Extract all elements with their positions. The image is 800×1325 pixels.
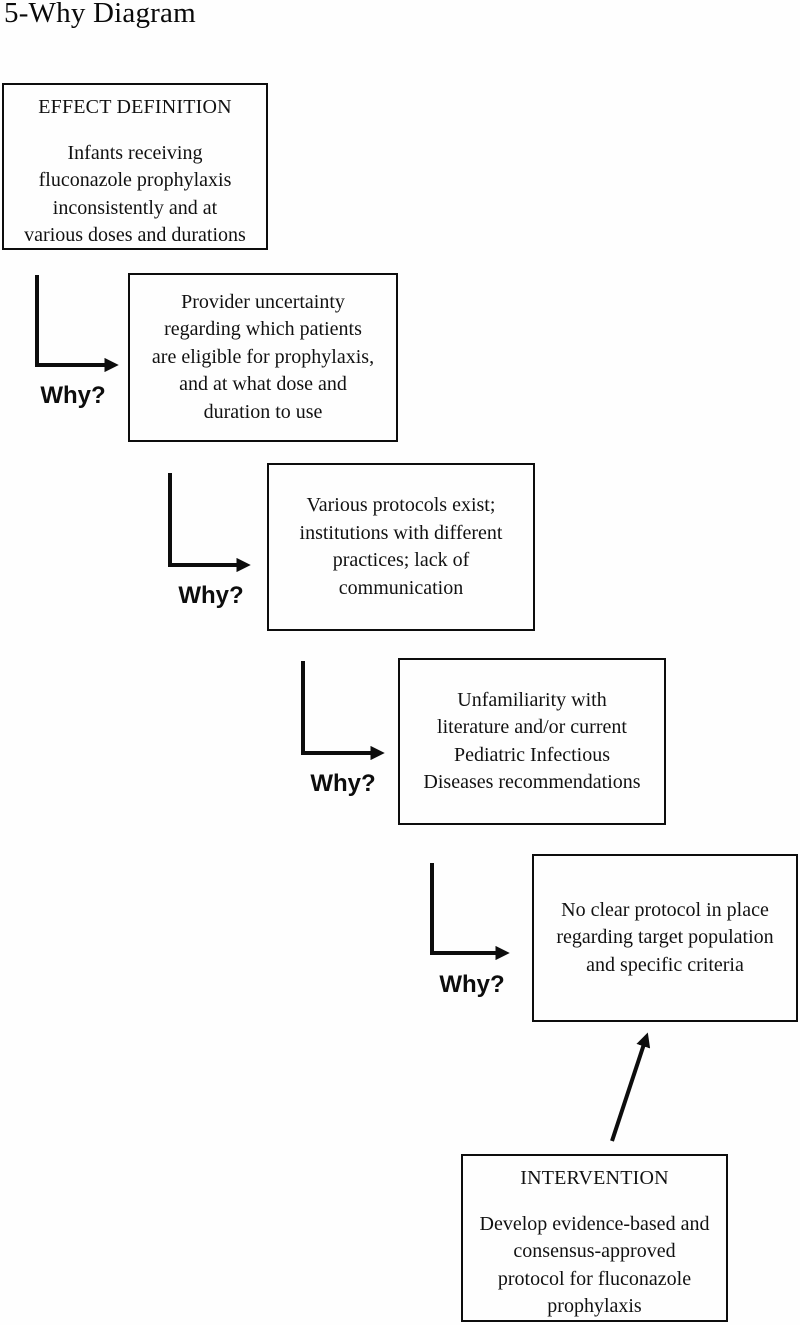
why-arrow-4 [430,863,510,961]
effect-definition-heading: EFFECT DEFINITION [38,96,232,118]
why-arrow-3 [301,661,385,761]
why-1-answer-box: Provider uncertainty regarding which pat… [128,273,398,442]
why-label-2: Why? [178,582,244,609]
page-title: 5-Why Diagram [4,0,196,29]
why-2-answer-box: Various protocols exist; institutions wi… [267,463,535,631]
why-arrow-1 [35,275,119,373]
effect-definition-box: EFFECT DEFINITION Infants receiving fluc… [2,83,268,250]
intervention-box: INTERVENTION Develop evidence-based and … [461,1154,728,1322]
why-4-answer-box: No clear protocol in place regarding tar… [532,854,798,1022]
intervention-arrow [610,1032,651,1142]
why-1-answer-text: Provider uncertainty regarding which pat… [151,290,375,423]
why-label-4: Why? [439,971,505,998]
why-3-answer-text: Unfamiliarity with literature and/or cur… [423,688,641,794]
why-label-1: Why? [40,382,106,409]
why-label-3: Why? [310,770,376,797]
why-4-answer-text: No clear protocol in place regarding tar… [556,898,774,976]
why-arrow-2 [168,473,251,573]
effect-definition-text: Infants receiving fluconazole prophylaxi… [24,141,246,247]
intervention-heading: INTERVENTION [520,1167,669,1189]
why-3-answer-box: Unfamiliarity with literature and/or cur… [398,658,666,825]
intervention-text: Develop evidence-based and consensus-app… [479,1212,710,1318]
why-2-answer-text: Various protocols exist; institutions wi… [299,494,503,599]
